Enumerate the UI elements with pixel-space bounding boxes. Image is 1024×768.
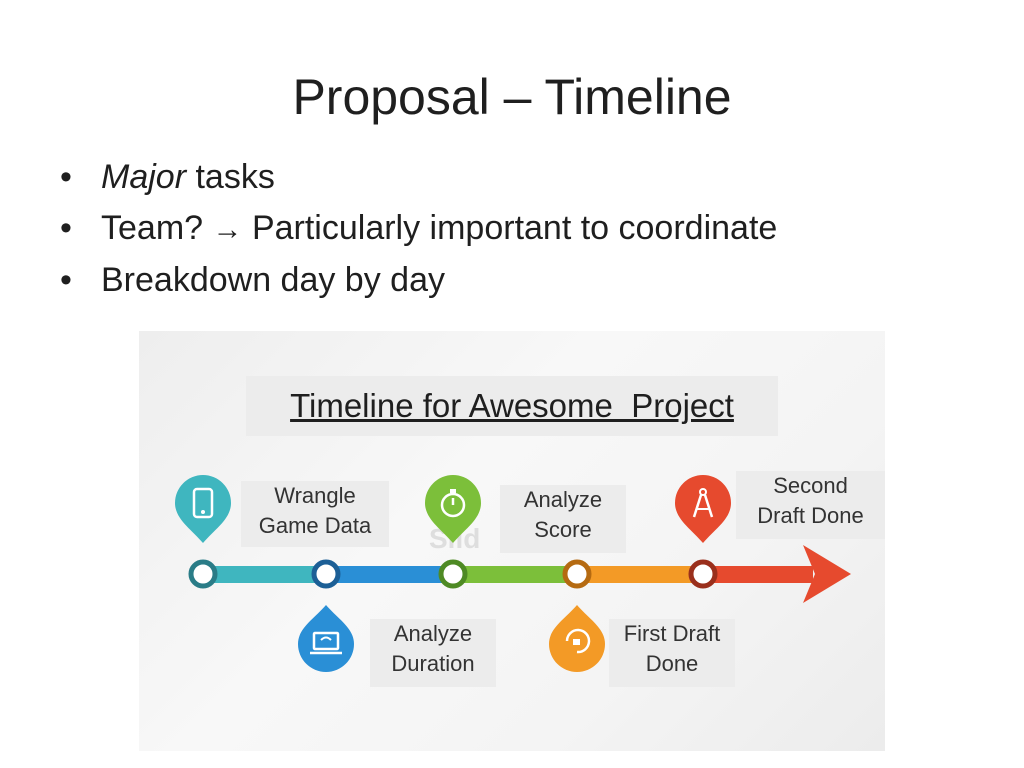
timeline-title: Timeline for Awesome Project [246,376,778,436]
slide-title: Proposal – Timeline [292,69,732,125]
bullet-emphasis: Major [101,158,187,196]
bullet-list: • Major tasks • Team? → Particularly imp… [58,152,777,306]
timeline-graphic: Slid [139,331,885,751]
bullet-item-team: • Team? → Particularly important to coor… [58,203,777,255]
track-segment-5 [703,566,813,583]
milestone-label-first-draft: First Draft Done [609,619,735,687]
compass-icon [675,475,731,543]
bullet-dot: • [60,209,72,247]
bullet-text: Breakdown day by day [101,261,445,299]
bullet-item-major-tasks: • Major tasks [58,152,777,203]
node-3 [438,559,468,589]
node-4 [562,559,592,589]
milestone-label-analyze-score: Analyze Score [500,485,626,553]
stopwatch-icon [425,475,481,543]
refresh-plug-icon [549,605,605,672]
track-segment-4 [577,566,703,583]
bullet-text: Particularly important to coordinate [242,209,778,247]
milestone-label-second-draft: Second Draft Done [736,471,885,539]
bullet-dot: • [60,158,72,196]
track-segment-1 [201,566,325,583]
bullet-prefix: Team? [101,209,213,247]
track-segment-2 [325,566,453,583]
bullet-text: tasks [186,158,275,196]
timeline-svg [175,475,851,672]
tablet-touch-icon [175,475,231,543]
arrow-head-icon [803,545,851,603]
node-2 [311,559,341,589]
arrow-right-icon: → [212,213,243,246]
laptop-wifi-icon [298,605,354,672]
milestone-label-analyze-duration: Analyze Duration [370,619,496,687]
bullet-item-breakdown: • Breakdown day by day [58,255,777,306]
node-5 [688,559,718,589]
bullet-dot: • [60,261,72,299]
milestone-label-wrangle: Wrangle Game Data [241,481,389,547]
track-segment-3 [453,566,577,583]
node-1 [188,559,218,589]
